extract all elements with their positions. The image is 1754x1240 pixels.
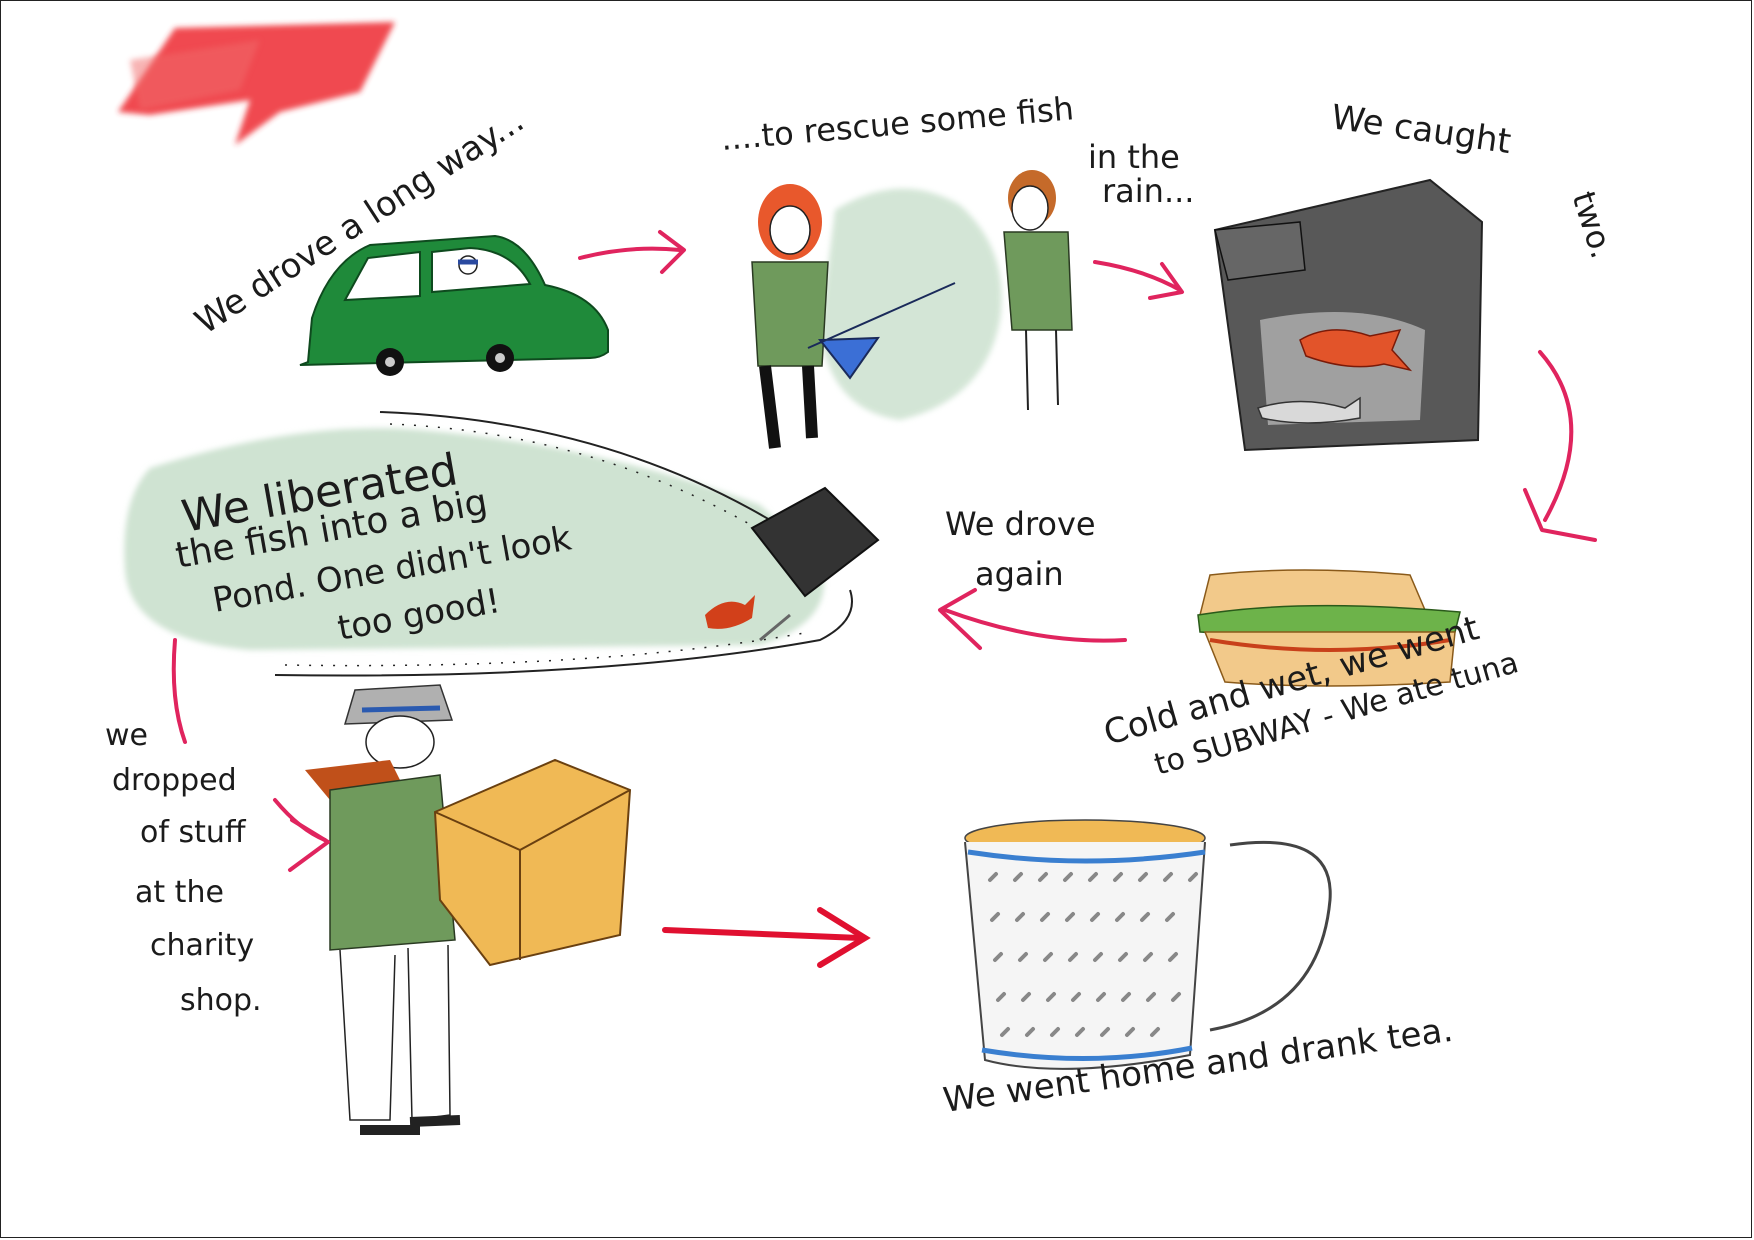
green-car-drawing <box>299 234 609 376</box>
arrow-bag-to-sandwich <box>1523 350 1597 542</box>
caption-rescue-3: rain... <box>1102 172 1194 210</box>
caption-dropped-1: we <box>105 718 148 753</box>
arrow-pond-to-shop <box>171 638 330 872</box>
arrow-rescue-to-bag <box>1093 260 1184 300</box>
caption-dropped-3: of stuff <box>140 815 247 850</box>
fish-rescue-scene <box>751 170 1073 449</box>
fish-bag-drawing <box>1213 178 1484 452</box>
caption-rescue-2: in the <box>1088 138 1180 176</box>
pond-scene <box>124 411 880 677</box>
caption-drove-again-2: again <box>975 555 1064 593</box>
caption-caught-1: We caught <box>1329 97 1514 162</box>
arrow-sandwich-to-pond <box>938 588 1127 650</box>
caption-dropped-4: at the <box>135 875 224 910</box>
person-with-parcel <box>305 684 632 1135</box>
caption-caught-2: two. <box>1564 187 1621 263</box>
caption-drove-again-1: We drove <box>945 505 1096 543</box>
arrow-car-to-rescue <box>578 230 686 274</box>
caption-dropped-5: charity <box>150 928 254 963</box>
tea-mug-drawing <box>964 819 1332 1070</box>
red-paint-splash <box>118 22 395 145</box>
caption-dropped-2: dropped <box>112 763 237 798</box>
arrow-shop-to-home <box>662 907 871 968</box>
sandwich-drawing <box>1197 569 1461 687</box>
caption-rescue-1: ....to rescue some fish <box>719 89 1075 158</box>
caption-dropped-6: shop. <box>180 983 262 1018</box>
